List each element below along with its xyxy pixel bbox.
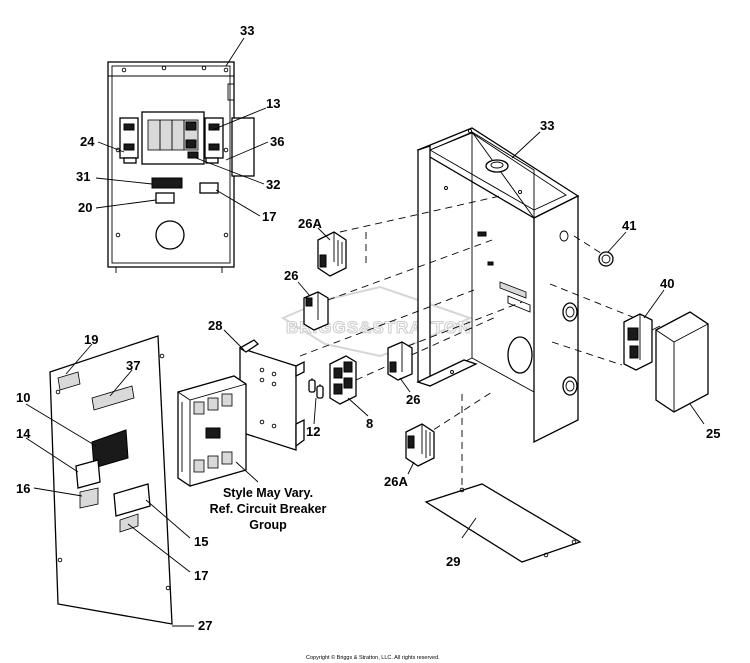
- callout-33-enclosure: 33: [540, 118, 554, 133]
- callout-37: 37: [126, 358, 140, 373]
- cover-box-25: [655, 311, 709, 413]
- callout-26-right: 26: [406, 392, 420, 407]
- callout-20: 20: [78, 200, 92, 215]
- callout-32: 32: [266, 177, 280, 192]
- inset-panel-assembly: [107, 61, 255, 273]
- callout-36: 36: [270, 134, 284, 149]
- callout-40: 40: [660, 276, 674, 291]
- callout-19: 19: [84, 332, 98, 347]
- callout-41: 41: [622, 218, 636, 233]
- note-line-3: Group: [249, 518, 287, 532]
- callout-labels: 33 13 24 36 31 32 20 17 26A 26 33 41 40 …: [16, 23, 720, 633]
- breaker-style-note: Style May Vary. Ref. Circuit Breaker Gro…: [210, 486, 327, 532]
- fuses-12: [308, 378, 324, 399]
- leader-lines: [25, 37, 705, 627]
- grommet-41: [598, 251, 614, 267]
- bracket-26a-top: [317, 231, 347, 277]
- callout-29: 29: [446, 554, 460, 569]
- bracket-26: [303, 291, 329, 331]
- callout-26a-bottom: 26A: [384, 474, 408, 489]
- callout-31: 31: [76, 169, 90, 184]
- callout-24: 24: [80, 134, 95, 149]
- callout-17-inset: 17: [262, 209, 276, 224]
- callout-13: 13: [266, 96, 280, 111]
- assembly-guide-lines: [299, 195, 641, 488]
- callout-25: 25: [706, 426, 720, 441]
- note-line-2: Ref. Circuit Breaker: [210, 502, 327, 516]
- callout-28: 28: [208, 318, 222, 333]
- bracket-26-right: [387, 341, 413, 381]
- callout-14: 14: [16, 426, 31, 441]
- callout-8: 8: [366, 416, 373, 431]
- callout-27: 27: [198, 618, 212, 633]
- callout-10: 10: [16, 390, 30, 405]
- copyright-text: Copyright © Briggs & Stratton, LLC. All …: [306, 654, 440, 661]
- callout-12: 12: [306, 424, 320, 439]
- callout-16: 16: [16, 481, 30, 496]
- bracket-26a-bottom: [405, 423, 435, 467]
- callout-17-panel: 17: [194, 568, 208, 583]
- fuse-block-8: [329, 355, 357, 405]
- callout-15: 15: [194, 534, 208, 549]
- bottom-plate-29: [424, 483, 582, 563]
- callout-33-inset: 33: [240, 23, 254, 38]
- callout-26a-top: 26A: [298, 216, 322, 231]
- note-line-1: Style May Vary.: [223, 486, 313, 500]
- enclosure-box: [416, 127, 580, 444]
- mounting-plate-28: [238, 339, 305, 451]
- circuit-breaker: [176, 375, 248, 487]
- component-40: [623, 313, 661, 371]
- front-panel-27: [49, 335, 173, 625]
- callout-26-left: 26: [284, 268, 298, 283]
